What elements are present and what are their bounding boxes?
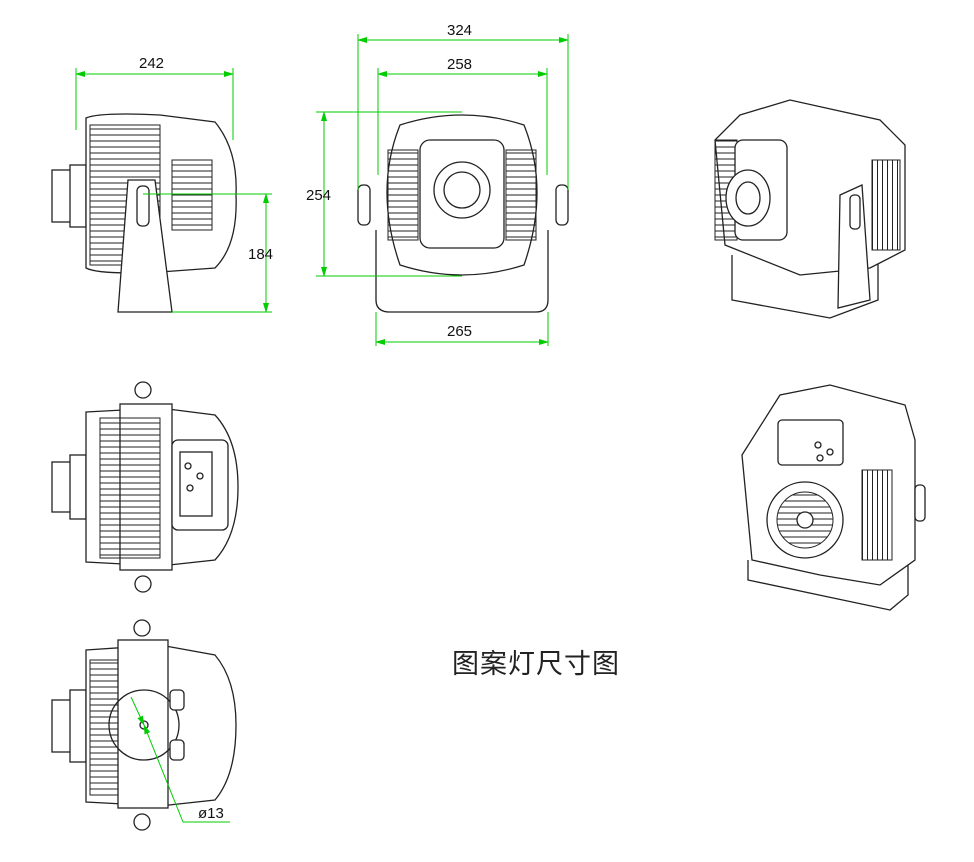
front-overall-width-label: 324 [447,22,472,39]
mount-hole-label: ø13 [198,805,224,822]
isometric-view-back [714,99,906,319]
side-width-label: 242 [139,55,164,72]
bottom-view [51,619,237,831]
isometric-view-front [741,384,926,611]
top-view [51,381,239,593]
side-view [51,113,237,313]
front-view [357,114,569,313]
front-view-dimensions [316,34,569,346]
side-view-dimensions [75,68,272,313]
side-height-label: 184 [248,246,273,263]
bracket-width-label: 265 [447,323,472,340]
front-body-width-label: 258 [447,56,472,73]
front-height-label: 254 [306,187,331,204]
drawing-title: 图案灯尺寸图 [452,649,620,680]
